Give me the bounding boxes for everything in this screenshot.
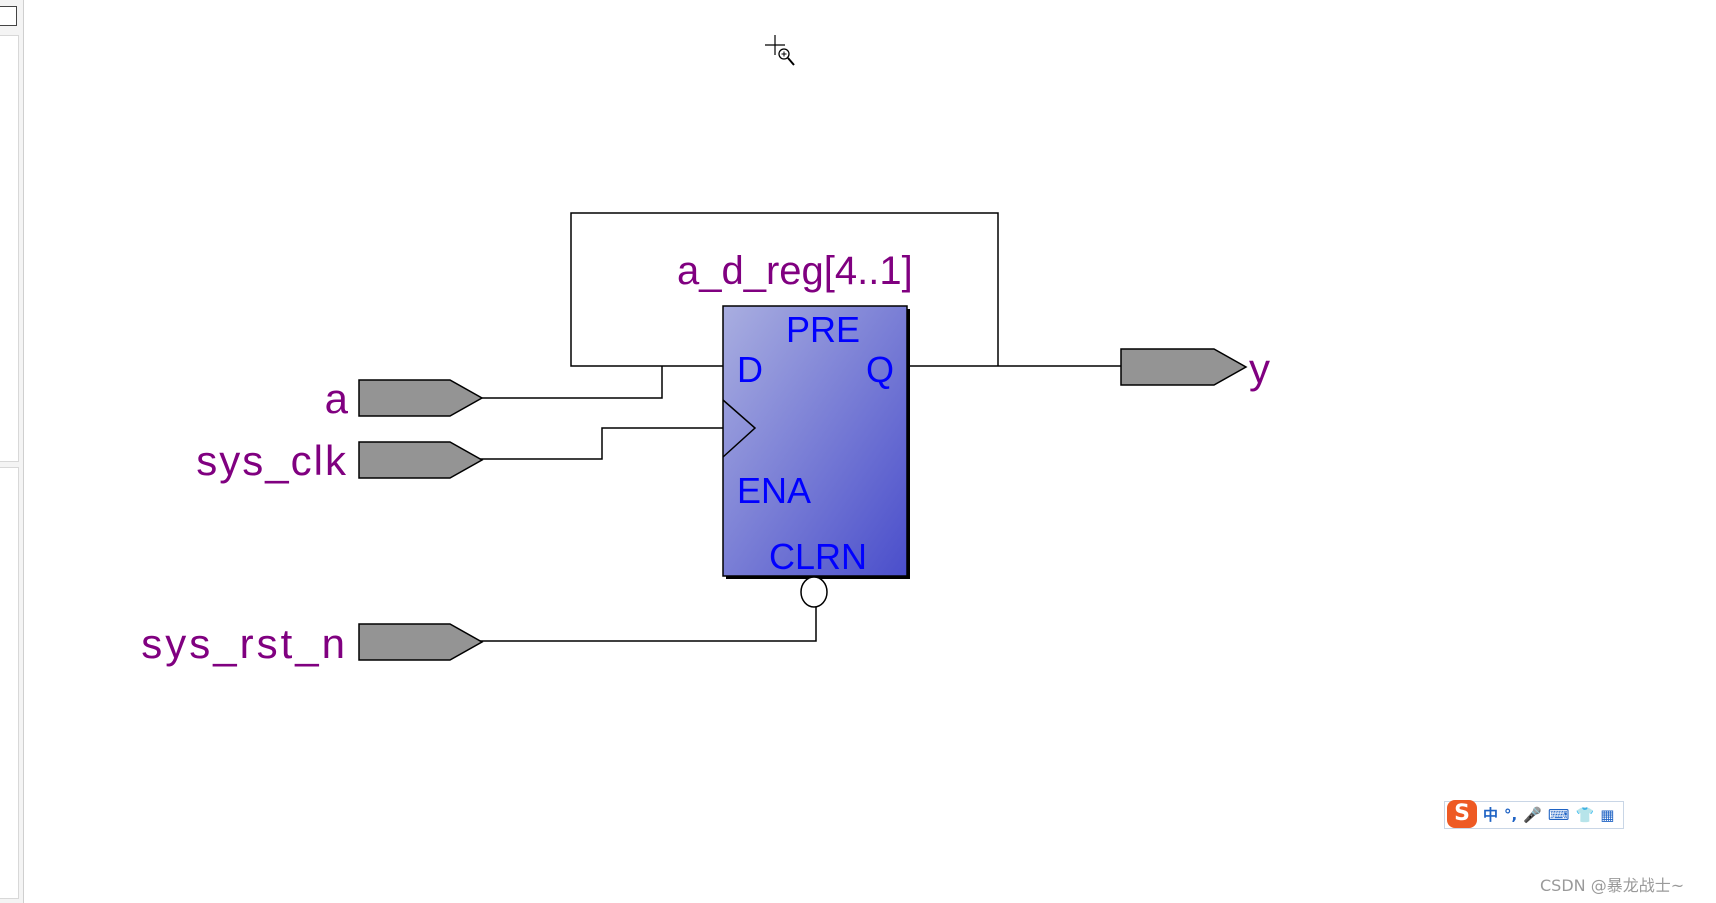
input-port-sys-clk[interactable] (358, 441, 484, 479)
watermark: CSDN @暴龙战士~ (1540, 876, 1685, 895)
input-port-sys-rst-n[interactable] (358, 623, 484, 661)
input-port-a[interactable] (358, 379, 484, 417)
register-name: a_d_reg[4..1] (677, 249, 913, 293)
ime-apps-icon[interactable]: ▦ (1600, 806, 1615, 824)
clock-triangle (722, 399, 757, 458)
pin-pre-label: PRE (786, 309, 860, 350)
wire-a-to-d (480, 366, 663, 399)
pin-q-label: Q (866, 349, 894, 390)
ime-toolbar[interactable]: S 中 °, 🎤 ⌨ 👕 ▦ (1444, 800, 1624, 829)
feedback-wire (570, 212, 999, 367)
register-block[interactable] (722, 305, 908, 577)
ime-language-toggle[interactable]: 中 (1483, 806, 1499, 824)
wire-clk-to-clock (480, 427, 723, 460)
ime-keyboard-icon[interactable]: ⌨ (1547, 806, 1570, 824)
ime-skin-icon[interactable]: 👕 (1575, 806, 1595, 824)
pin-clrn-label: CLRN (769, 536, 867, 577)
output-label-y: y (1249, 345, 1270, 392)
wire-rst-to-clrn (480, 607, 817, 642)
input-label-sys-clk: sys_clk (196, 437, 348, 484)
panel-checkbox[interactable] (0, 6, 17, 26)
pin-d-label: D (737, 349, 763, 390)
panel-pane-top (0, 35, 19, 462)
input-label-sys-rst-n: sys_rst_n (141, 620, 348, 667)
panel-pane-bottom (0, 467, 19, 899)
clrn-inversion-bubble (800, 576, 828, 608)
input-label-a: a (325, 375, 349, 422)
ime-punctuation-icon[interactable]: °, (1504, 806, 1518, 824)
zoom-crosshair-icon (765, 35, 795, 66)
ime-microphone-icon[interactable]: 🎤 (1523, 806, 1542, 824)
output-port-y[interactable] (1120, 348, 1248, 386)
left-panel (0, 0, 24, 903)
ime-logo-icon[interactable]: S (1447, 800, 1477, 828)
pin-ena-label: ENA (737, 470, 811, 511)
